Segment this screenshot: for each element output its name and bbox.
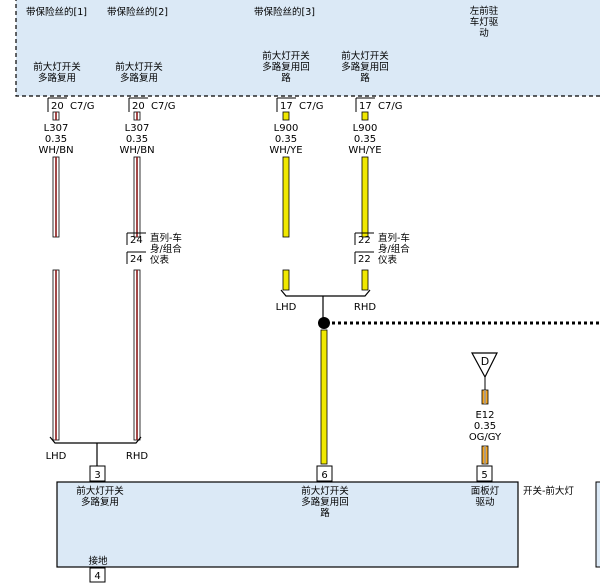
adjacent-module-edge [595,481,600,568]
inline-connector-24-label-3: 仪表 [150,254,170,266]
bottom-pin-5-label-2: 驱动 [475,497,494,508]
ground-ref-letter: D [481,355,489,368]
wire-4-circuit: L900 [353,123,378,134]
top-pin-label-4a: 前大灯开关 [341,50,389,62]
inline-connector-24-top-pin: 24 [130,235,143,246]
wire-stub-1 [52,111,60,121]
bottom-pin-5-number: 5 [481,470,487,481]
bottom-pin-6-number: 6 [321,470,327,481]
top-module [15,0,600,97]
wire-4-color: WH/YE [348,145,381,156]
left-front-marker-line-2: 车灯驱 [470,16,499,28]
top-pin-label-4c: 路 [360,72,370,84]
wire-3-circuit: L900 [274,123,299,134]
top-pin-label-2a: 前大灯开关 [115,61,163,73]
bottom-pin-6-label-3: 路 [320,507,330,519]
top-connector-1-conn: C7/G [70,101,94,112]
bottom-pin-6-label-1: 前大灯开关 [301,485,349,497]
bottom-pin-3-number: 3 [94,470,100,481]
wire-3-whye-lower [320,329,328,465]
top-pin-label-4b: 多路复用回 [341,61,389,73]
bottom-pin-6-label-2: 多路复用回 [301,496,349,508]
bottom-pin-3: 3 [89,465,106,482]
bottom-pin-3-label-1: 前大灯开关 [76,485,124,497]
top-connector-4: 17 C7/G [355,97,402,112]
inline-connector-22-label-3: 仪表 [378,254,398,266]
wire-3-gauge: 0.35 [275,134,297,145]
wire-1-gauge: 0.35 [45,134,67,145]
top-pin-label-2b: 多路复用 [120,72,158,84]
top-pin-label-3b: 多路复用回 [262,61,310,73]
ground-pin-label: 接地 [88,555,108,567]
top-pin-label-1b: 多路复用 [38,72,76,84]
wire-1-circuit: L307 [44,123,69,134]
inline-connector-24-bottom-pin: 24 [130,254,143,265]
wire-3-whye [282,156,290,291]
lower-split-left-label: LHD [46,451,67,462]
inline-connector-22-label-2: 身/组合 [378,243,410,255]
wire-5-gauge: 0.35 [474,421,496,432]
bottom-pin-3-label-2: 多路复用 [81,496,119,508]
upper-split: LHD RHD [276,289,376,318]
inline-connector-22-top-pin: 22 [358,235,371,246]
fuse-label-2: 带保险丝的[2] [107,6,168,18]
top-connector-2-conn: C7/G [151,101,175,112]
splice-point [318,317,330,329]
ground-ref-d: D [470,352,498,390]
wire-5-circuit: E12 [475,410,494,421]
bottom-pin-5-label-1: 面板灯 [471,485,500,497]
wire-1-color: WH/BN [38,145,73,156]
inline-connector-24-label-2: 身/组合 [150,243,182,255]
lower-split-right-label: RHD [126,451,148,462]
wire-3-color: WH/YE [269,145,302,156]
bottom-module-name: 开关-前大灯 [523,485,574,497]
top-connector-2: 20 C7/G [128,97,175,112]
wire-2-whbn [133,156,141,441]
left-front-marker-line-3: 动 [479,28,489,39]
top-connector-1-pin: 20 [51,101,64,112]
top-pin-label-3c: 路 [281,72,291,84]
bottom-pin-5: 5 [476,465,493,482]
inline-connector-22-label-1: 直列-车 [378,232,410,244]
upper-split-right-label: RHD [354,302,376,313]
bottom-pin-6: 6 [316,465,333,482]
inline-connector-22: 22 22 直列-车 身/组合 仪表 [354,232,410,266]
wire-stub-4 [361,111,369,121]
wire-2-gauge: 0.35 [126,134,148,145]
wire-5-oggy [481,389,489,465]
inline-connector-24-label-1: 直列-车 [150,232,182,244]
ground-pin-4-number: 4 [94,571,100,582]
ground-pin-4: 4 [89,567,106,583]
wire-4-gauge: 0.35 [354,134,376,145]
top-connector-3-pin: 17 [280,101,293,112]
top-connector-3: 17 C7/G [276,97,323,112]
inline-connector-24: 24 24 直列-车 身/组合 仪表 [126,232,182,266]
bottom-module [56,481,519,568]
top-connector-1: 20 C7/G [47,97,94,112]
top-pin-label-1a: 前大灯开关 [33,61,81,73]
top-connector-3-conn: C7/G [299,101,323,112]
wire-stub-3 [282,111,290,121]
top-connector-2-pin: 20 [132,101,145,112]
wire-5-color: OG/GY [469,432,502,443]
fuse-label-3: 带保险丝的[3] [254,6,315,18]
lower-split: LHD RHD [46,436,148,466]
left-front-marker-line-1: 左前驻 [470,5,499,17]
wire-4-whye [361,156,369,291]
wire-stub-2 [133,111,141,121]
wire-1-whbn [52,156,60,441]
wire-2-circuit: L307 [125,123,150,134]
top-pin-label-3a: 前大灯开关 [262,50,310,62]
upper-split-left-label: LHD [276,302,297,313]
top-connector-4-pin: 17 [359,101,372,112]
top-connector-4-conn: C7/G [378,101,402,112]
wire-2-color: WH/BN [119,145,154,156]
fuse-label-1: 带保险丝的[1] [26,6,87,18]
inline-connector-22-bottom-pin: 22 [358,254,371,265]
